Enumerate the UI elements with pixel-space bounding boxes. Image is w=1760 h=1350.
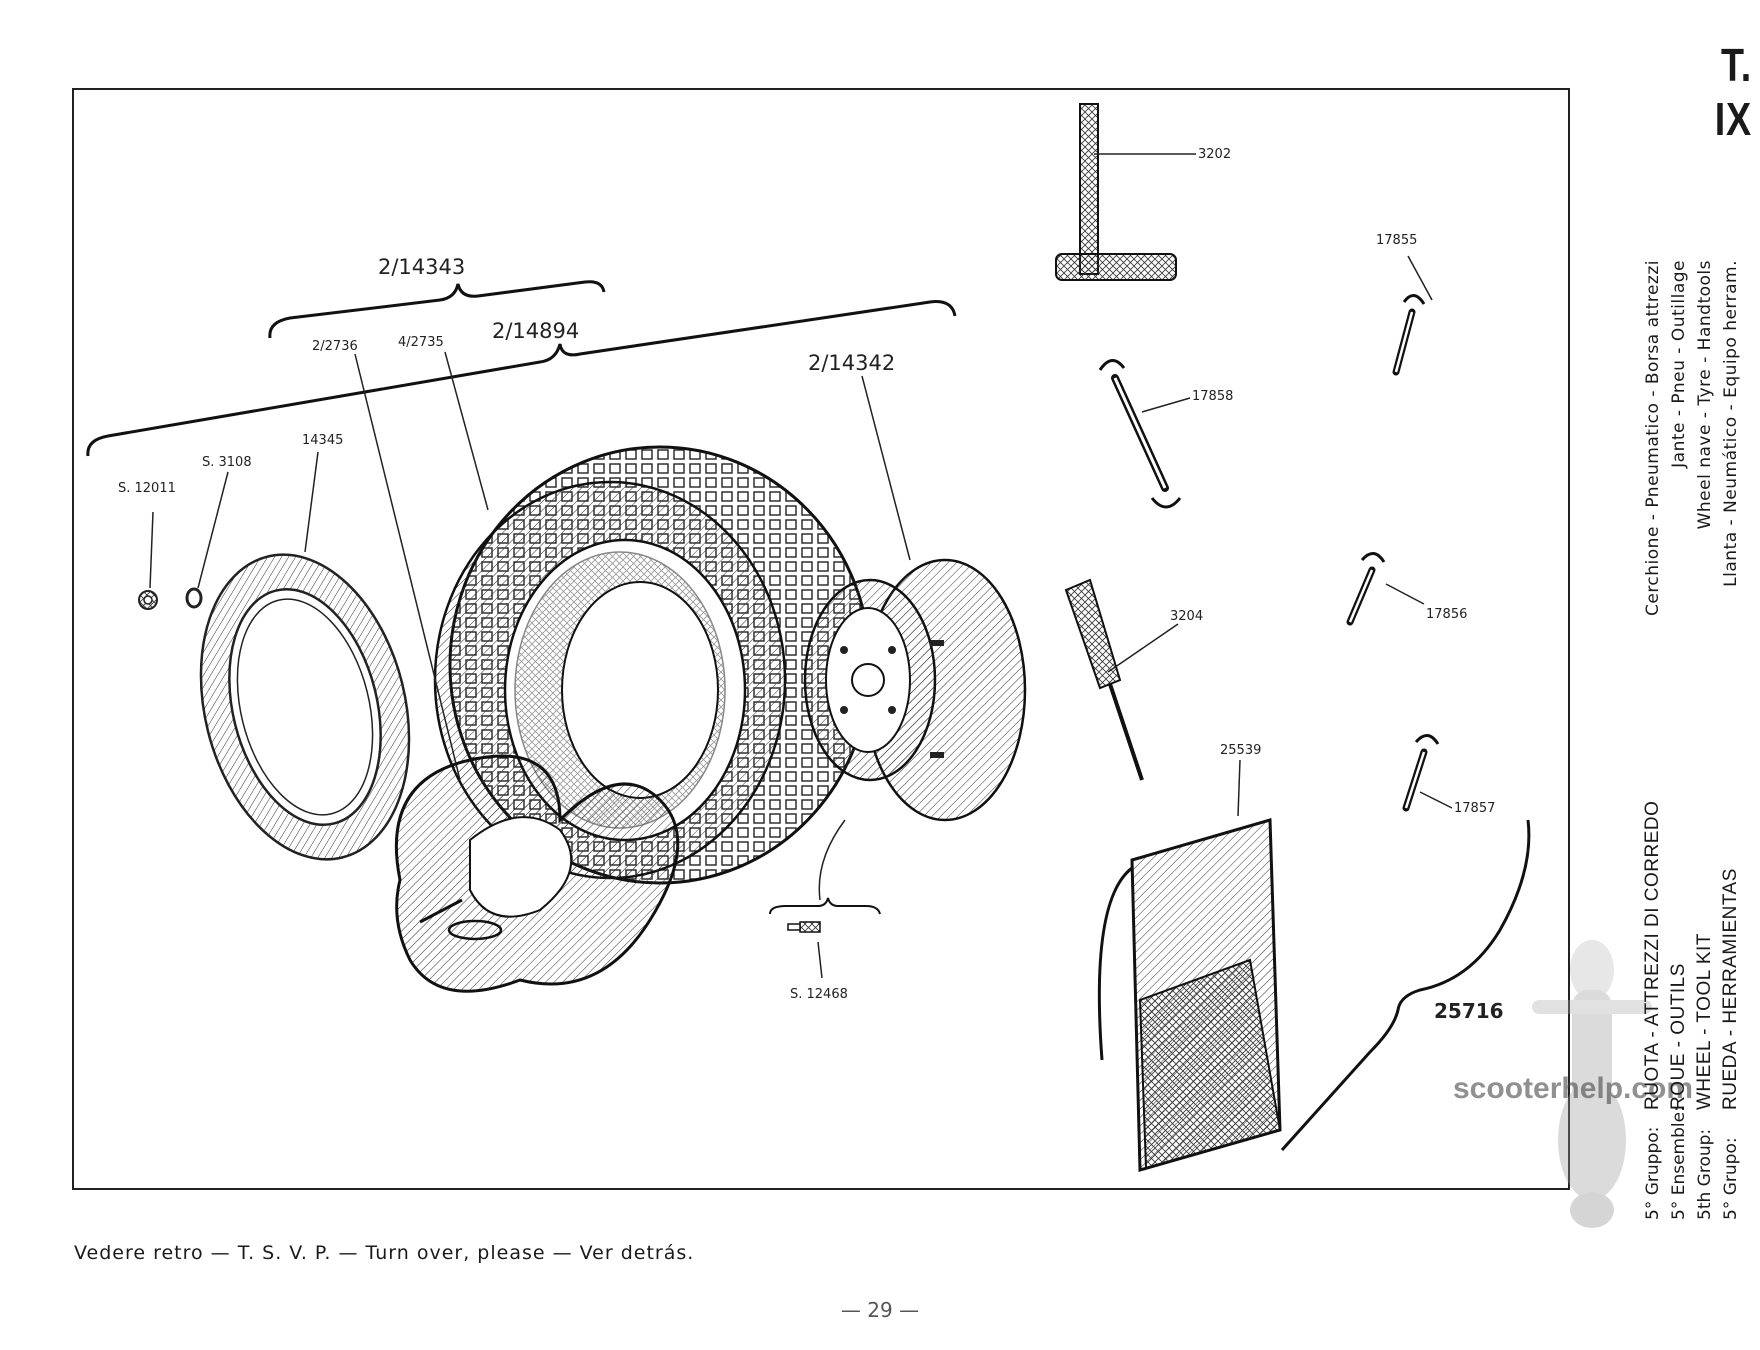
group-description: Cerchione - Pneumatico - Borsa attrezzi (1643, 260, 1663, 617)
ref-2-2736: 2/2736 (312, 339, 358, 354)
ref-25539: 25539 (1220, 743, 1261, 758)
ref-17855: 17855 (1376, 233, 1417, 248)
ref-25716: 25716 (1434, 999, 1504, 1023)
group-row-fr: 5° Ensemble: ROUE - OUTILS Jante - Pneu … (1666, 240, 1692, 1220)
box-spanner-3202 (1055, 103, 1177, 281)
brace-s12468 (769, 897, 881, 915)
ref-2-14343: 2/14343 (378, 255, 465, 279)
group-row-it: 5° Gruppo: RUOTA - ATTREZZI DI CORREDO C… (1640, 240, 1666, 1220)
inner-tube-4-2735 (394, 754, 680, 993)
tool-bag-25539 (1097, 818, 1282, 1172)
ref-3204: 3204 (1170, 609, 1203, 624)
ref-2-14894: 2/14894 (492, 319, 579, 343)
leader-lines (149, 153, 1453, 979)
screwdriver-3204 (1064, 578, 1144, 781)
page-number: — 29 — (840, 1298, 920, 1322)
footer-note: Vedere retro — T. S. V. P. — Turn over, … (74, 1242, 695, 1264)
spanner-17855 (1392, 294, 1426, 376)
washer-s3108 (185, 587, 203, 609)
group-label: 5th Group: (1695, 1128, 1715, 1220)
spanner-17857 (1402, 734, 1440, 812)
watermark-text: scooterhelp.com (1453, 1072, 1694, 1105)
ref-17856: 17856 (1426, 607, 1467, 622)
group-title: RUEDA - HERRAMIENTAS (1720, 868, 1741, 1110)
bolt-s12468 (787, 921, 821, 933)
group-title: WHEEL - TOOL KIT (1694, 933, 1715, 1110)
ref-14345: 14345 (302, 433, 343, 448)
ref-3202: 3202 (1198, 147, 1231, 162)
group-label: 5° Ensemble: (1669, 1106, 1689, 1220)
ref-4-2735: 4/2735 (398, 335, 444, 350)
plate-number: T. IX (1714, 39, 1752, 145)
group-label: 5° Gruppo: (1643, 1126, 1663, 1220)
group-description: Wheel nave - Tyre - Handtools (1695, 260, 1715, 530)
ref-17858: 17858 (1192, 389, 1233, 404)
ref-17857: 17857 (1454, 801, 1495, 816)
nut-s12011 (138, 590, 158, 610)
group-label: 5° Grupo: (1721, 1137, 1741, 1220)
group-description: Llanta - Neumático - Equipo herram. (1721, 260, 1741, 587)
group-caption-block: 5° Gruppo: RUOTA - ATTREZZI DI CORREDO C… (1640, 240, 1744, 1220)
ref-s3108: S. 3108 (202, 455, 252, 470)
brace-25716 (1280, 819, 1531, 1152)
group-row-en: 5th Group: WHEEL - TOOL KIT Wheel nave -… (1692, 240, 1718, 1220)
drawing-frame (72, 88, 1570, 1190)
brace-2-14343 (268, 280, 606, 339)
group-description: Jante - Pneu - Outillage (1669, 260, 1689, 468)
group-row-es: 5° Grupo: RUEDA - HERRAMIENTAS Llanta - … (1718, 240, 1744, 1220)
ref-s12468: S. 12468 (790, 987, 848, 1002)
spanner-17856 (1346, 552, 1386, 626)
ref-2-14342: 2/14342 (808, 351, 895, 375)
scooter-watermark-image (1532, 940, 1652, 1228)
brace-2-14894 (86, 300, 957, 457)
hub-2-14342 (803, 558, 1027, 822)
rim-half-14345 (199, 553, 411, 861)
group-title: RUOTA - ATTREZZI DI CORREDO (1642, 800, 1663, 1110)
ref-s12011: S. 12011 (118, 481, 176, 496)
spanner-17858 (1098, 359, 1182, 509)
group-title: ROUE - OUTILS (1668, 963, 1689, 1110)
